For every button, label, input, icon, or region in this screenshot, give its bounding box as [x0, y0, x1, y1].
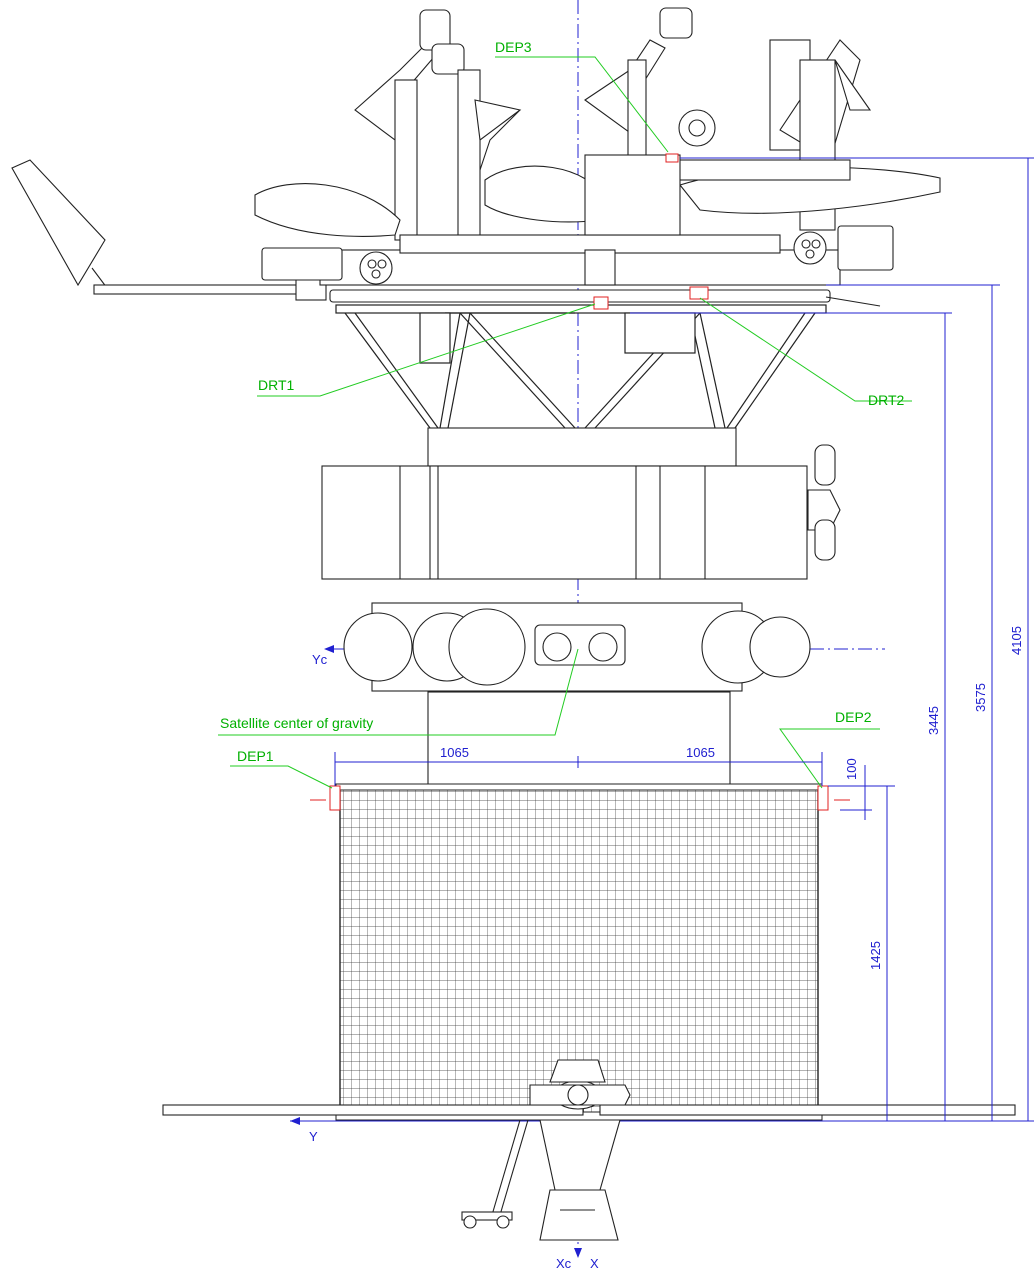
- dim-dep-height: 100: [844, 758, 859, 780]
- dep1-leader: [230, 765, 333, 789]
- attach-markers: [310, 153, 850, 811]
- x-axis-label: X: [590, 1256, 599, 1271]
- y-axis-label: Y: [309, 1129, 318, 1144]
- cog-leader: [218, 648, 579, 736]
- dep3-marker: [665, 153, 679, 163]
- dim-cog-height: 3445: [926, 706, 941, 735]
- bottom-payload: [539, 1189, 619, 1241]
- dim-right-half-width: 1065: [686, 745, 715, 760]
- dim-drt-height: 3575: [973, 683, 988, 712]
- dim-left-half-width: 1065: [440, 745, 469, 760]
- dim-dep3-height: 4105: [1009, 626, 1024, 655]
- dep2-label: DEP2: [835, 709, 872, 725]
- tank-1: [343, 612, 413, 682]
- boom-right: [599, 1104, 1016, 1116]
- leader-lines: [218, 56, 912, 789]
- dep3-leader: [495, 56, 669, 153]
- dep1-marker: [329, 785, 341, 811]
- drt2-label: DRT2: [868, 392, 905, 408]
- boom-left: [162, 1104, 584, 1116]
- truss-adapter-ring: [427, 427, 737, 467]
- x-arrow: [574, 1248, 582, 1258]
- labels: DEP3 DRT1 DRT2 Satellite center of gravi…: [220, 39, 1024, 1271]
- central-cylinder: [427, 691, 731, 787]
- reflector-left: [254, 183, 401, 237]
- drt2-marker: [689, 286, 709, 300]
- cog-label: Satellite center of gravity: [220, 715, 373, 731]
- service-module: [321, 427, 841, 787]
- horn-center: [584, 39, 666, 142]
- separation-ring: [329, 289, 831, 303]
- yc-arrow: [324, 645, 334, 653]
- xc-axis-label: Xc: [556, 1256, 572, 1271]
- yc-axis-label: Yc: [312, 652, 328, 667]
- upper-antenna-platform: [11, 7, 941, 307]
- dep3-label: DEP3: [495, 39, 532, 55]
- side-thruster: [807, 489, 841, 531]
- dimension-lines: [334, 157, 1034, 1122]
- dep2-leader: [779, 728, 880, 789]
- dep1-label: DEP1: [237, 748, 274, 764]
- tank-5: [749, 616, 811, 678]
- lower-structure: [162, 1059, 1016, 1241]
- left-antenna-boom: [93, 284, 305, 295]
- left-cone-antenna: [11, 159, 106, 287]
- dep2-marker: [817, 785, 829, 811]
- drt1-leader: [257, 303, 596, 397]
- tank-3: [448, 608, 526, 686]
- equipment-box: [321, 465, 808, 580]
- y-arrow: [290, 1117, 300, 1125]
- drt1-label: DRT1: [258, 377, 295, 393]
- dim-lower-height: 1425: [868, 941, 883, 970]
- drt1-marker: [593, 296, 609, 310]
- drt2-leader: [699, 297, 912, 402]
- upper-deck: [319, 249, 841, 286]
